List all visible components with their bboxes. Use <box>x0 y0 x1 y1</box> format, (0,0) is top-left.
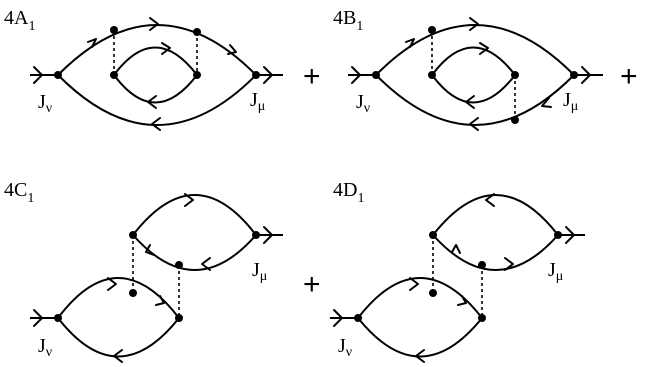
vertex-dot <box>54 314 62 322</box>
vertex-dot <box>570 71 578 79</box>
inner-loop-bottom <box>431 74 516 104</box>
plus-sign: + <box>620 60 638 93</box>
lower-loop-top <box>357 277 483 319</box>
arrow-icon <box>33 309 43 327</box>
vertex-dot <box>193 71 201 79</box>
upper-loop-top <box>432 194 559 236</box>
diagram-4b1: 4B1 Jν Jμ <box>333 7 603 131</box>
arrow-icon <box>469 17 479 31</box>
arrow-icon <box>161 42 171 55</box>
arrow-icon <box>151 117 161 131</box>
vertex-dot <box>478 261 486 269</box>
diagram-label-4b1: 4B1 <box>333 7 363 34</box>
arrow-icon <box>485 193 495 207</box>
arrow-icon <box>107 277 117 291</box>
diagram-4c1: 4C1 Jν Jμ <box>4 179 283 363</box>
vertex-dot <box>372 71 380 79</box>
vertex-dot <box>175 261 183 269</box>
vertex-dot <box>193 28 201 36</box>
diagram-label-4a1: 4A1 <box>4 7 35 34</box>
diagram-label-4d1: 4D1 <box>333 179 364 206</box>
arrow-icon <box>504 257 514 271</box>
outer-loop-bottom <box>57 74 257 126</box>
lower-loop-top <box>57 277 180 319</box>
arrow-icon <box>201 257 211 271</box>
arrow-icon <box>351 66 361 84</box>
arrow-icon <box>227 44 237 55</box>
lower-loop-bottom <box>57 317 180 358</box>
vertex-dot <box>129 289 137 297</box>
arrow-icon <box>405 38 415 48</box>
arrow-icon <box>87 38 97 48</box>
arrow-icon <box>113 349 123 363</box>
arrow-icon <box>184 193 194 207</box>
arrow-icon <box>465 95 475 109</box>
vertex-dot <box>429 289 437 297</box>
arrow-icon <box>33 66 43 84</box>
vertex-dot <box>428 26 436 34</box>
outer-loop-top <box>375 24 575 76</box>
vertex-dot <box>554 231 562 239</box>
vertex-dot <box>175 314 183 322</box>
vertex-dot <box>54 71 62 79</box>
plus-sign: + <box>303 60 321 93</box>
vertex-dot <box>429 231 437 239</box>
current-label-nu: Jν <box>356 91 370 116</box>
current-label-nu: Jν <box>38 335 52 360</box>
vertex-dot <box>110 71 118 79</box>
vertex-dot <box>252 71 260 79</box>
diagram-label-4c1: 4C1 <box>4 179 34 206</box>
vertex-dot <box>511 71 519 79</box>
current-label-mu: Jμ <box>563 89 578 114</box>
plus-sign: + <box>303 268 321 301</box>
arrow-icon <box>479 42 489 55</box>
arrow-icon <box>565 226 575 244</box>
current-label-nu: Jν <box>338 335 352 360</box>
arrow-icon <box>333 309 343 327</box>
diagram-4d1: 4D1 Jν Jμ <box>330 179 585 363</box>
upper-loop-bottom <box>432 234 559 271</box>
arrow-icon <box>155 295 165 306</box>
inner-loop-top <box>431 46 516 76</box>
arrow-icon <box>469 117 479 131</box>
current-label-mu: Jμ <box>252 259 267 284</box>
outer-loop-top <box>57 24 257 76</box>
vertex-dot <box>511 116 519 124</box>
vertex-dot <box>428 71 436 79</box>
vertex-dot <box>252 231 260 239</box>
arrow-icon <box>263 66 273 84</box>
vertex-dot <box>129 231 137 239</box>
arrow-icon <box>149 17 159 31</box>
arrow-icon <box>147 95 157 109</box>
outer-loop-bottom <box>375 74 575 126</box>
arrow-icon <box>145 244 155 256</box>
arrow-icon <box>451 244 461 254</box>
arrow-icon <box>457 295 467 306</box>
arrow-icon <box>581 66 591 84</box>
inner-loop-top <box>113 46 198 76</box>
current-label-mu: Jμ <box>250 89 265 114</box>
upper-loop-top <box>132 194 257 236</box>
arrow-icon <box>415 349 425 363</box>
current-label-mu: Jμ <box>548 259 563 284</box>
arrow-icon <box>409 277 419 291</box>
vertex-dot <box>110 26 118 34</box>
diagram-4a1: 4A1 Jν Jμ <box>4 7 283 131</box>
vertex-dot <box>354 314 362 322</box>
vertex-dot <box>478 314 486 322</box>
inner-loop-bottom <box>113 74 198 104</box>
arrow-icon <box>263 226 273 244</box>
current-label-nu: Jν <box>38 91 52 116</box>
upper-loop-bottom <box>132 234 257 271</box>
lower-loop-bottom <box>357 317 483 358</box>
arrow-icon <box>541 97 552 108</box>
